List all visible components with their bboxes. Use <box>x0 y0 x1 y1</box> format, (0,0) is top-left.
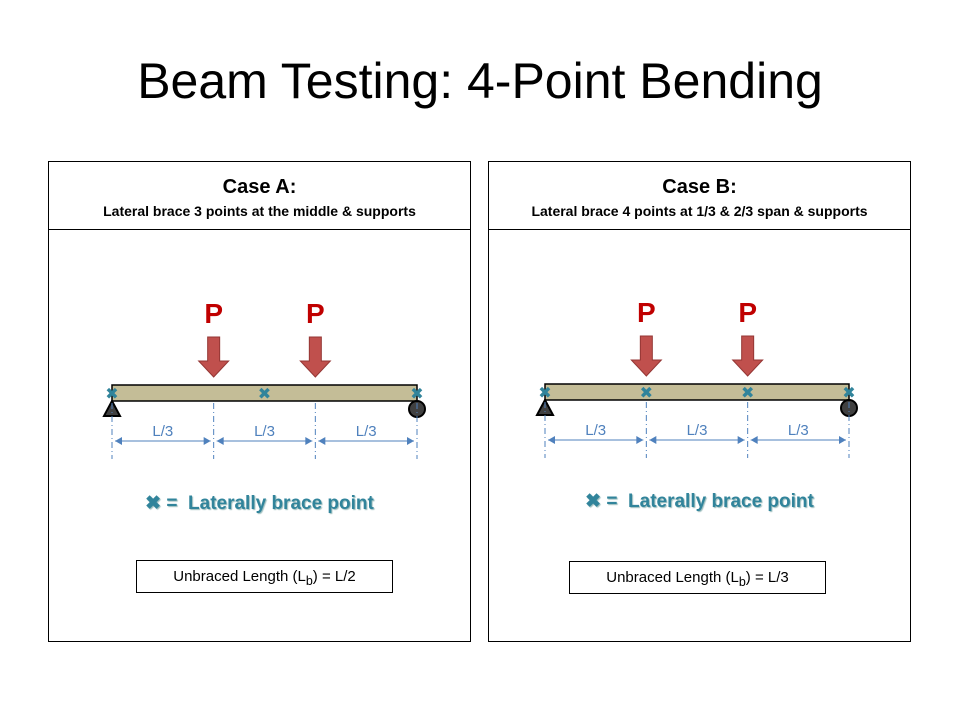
panel-case-a: Case A: Lateral brace 3 points at the mi… <box>48 161 471 642</box>
legend-eq: = <box>166 493 178 514</box>
unbraced-prefix: Unbraced Length (L <box>606 569 739 586</box>
load-arrow <box>299 336 332 378</box>
unbraced-suffix: ) = L/2 <box>312 568 356 585</box>
unbraced-sub: b <box>738 575 746 589</box>
panel-header: Case A: Lateral brace 3 points at the mi… <box>49 162 470 230</box>
unbraced-sub: b <box>305 574 313 588</box>
segment-label: L/3 <box>356 423 377 440</box>
beam <box>544 383 850 401</box>
load-label: P <box>306 298 325 329</box>
brace-x-icon: ✖ <box>640 385 653 402</box>
unbraced-prefix: Unbraced Length (L <box>173 568 306 585</box>
beam <box>111 384 418 402</box>
panel-header: Case B: Lateral brace 4 points at 1/3 & … <box>489 162 910 230</box>
load-label: P <box>204 298 223 329</box>
case-title: Case B: <box>662 176 737 198</box>
brace-x-icon: ✖ <box>538 385 551 402</box>
load-label: P <box>738 297 757 328</box>
unbraced-length-box: Unbraced Length (Lb) = L/2 <box>136 560 393 593</box>
segment-label: L/3 <box>254 423 275 440</box>
load-arrow <box>197 336 230 378</box>
unbraced-length-box: Unbraced Length (Lb) = L/3 <box>569 561 826 594</box>
brace-x-icon: ✖ <box>105 386 118 403</box>
brace-x-icon: ✖ <box>410 386 423 403</box>
legend-text: Laterally brace point <box>188 493 374 514</box>
brace-x-icon: ✖ <box>741 385 754 402</box>
load-label: P <box>637 297 656 328</box>
load-arrow <box>630 335 663 377</box>
brace-x-icon: ✖ <box>258 386 271 403</box>
panel-case-b: Case B: Lateral brace 4 points at 1/3 & … <box>488 161 911 642</box>
segment-label: L/3 <box>788 422 809 439</box>
segment-label: L/3 <box>585 422 606 439</box>
brace-x-icon: ✖ <box>585 491 602 512</box>
beam-diagram: P P ✖ ✖ ✖ ✖ L/3 L/3 L/3 <box>535 297 858 458</box>
case-subtitle: Lateral brace 3 points at the middle & s… <box>103 203 416 219</box>
legend-eq: = <box>606 491 618 512</box>
segment-label: L/3 <box>687 422 708 439</box>
beam-diagram: P P ✖ ✖ ✖ L/3 L/3 L/3 <box>102 298 426 459</box>
case-title: Case A: <box>222 176 297 198</box>
slide-title: Beam Testing: 4-Point Bending <box>137 53 823 109</box>
legend-text: Laterally brace point <box>628 491 814 512</box>
legend: ✖ = Laterally brace point <box>489 490 910 513</box>
unbraced-suffix: ) = L/3 <box>745 569 789 586</box>
legend: ✖ = Laterally brace point <box>49 492 470 515</box>
segment-label: L/3 <box>152 423 173 440</box>
load-arrow <box>731 335 764 377</box>
case-subtitle: Lateral brace 4 points at 1/3 & 2/3 span… <box>531 203 868 219</box>
brace-x-icon: ✖ <box>145 493 162 514</box>
brace-x-icon: ✖ <box>842 385 855 402</box>
